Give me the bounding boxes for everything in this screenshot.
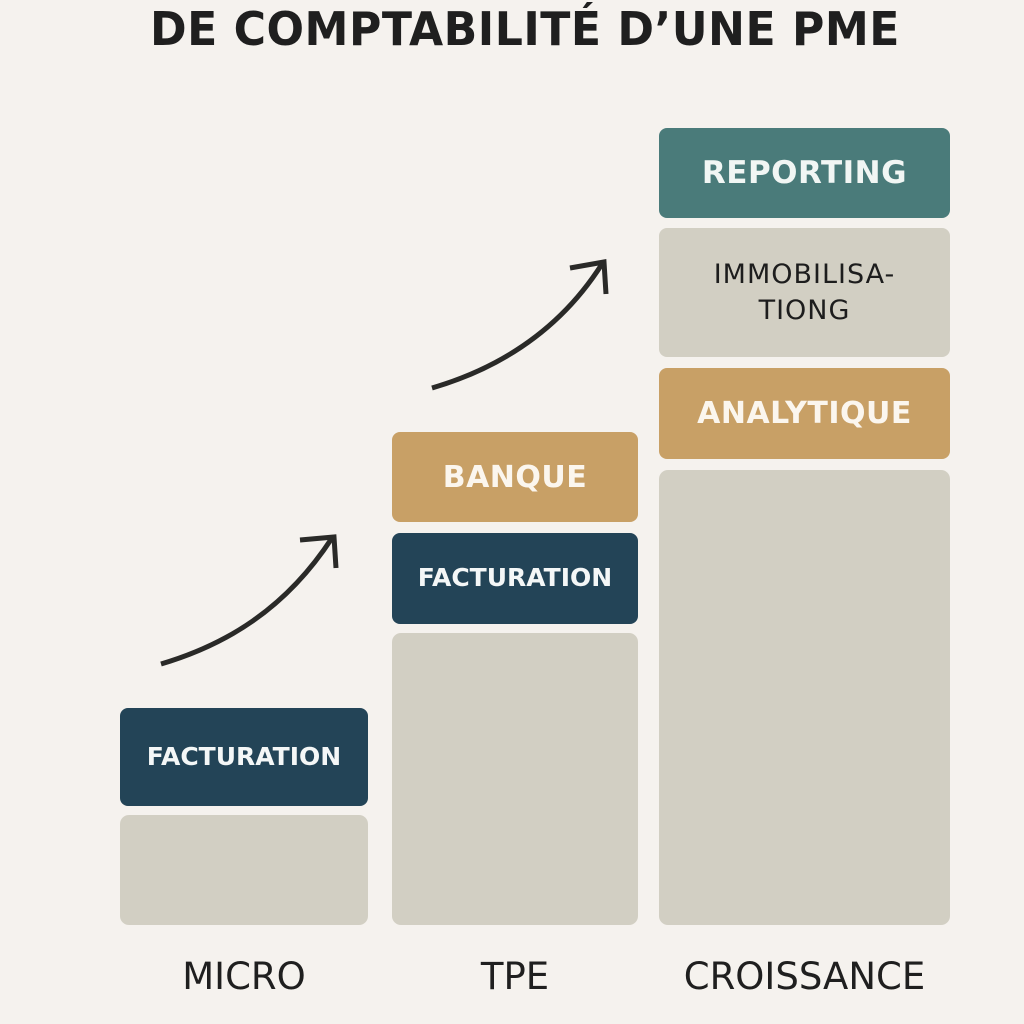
module-tpe-facturation: FACTURATION [392, 533, 638, 624]
stage-label-micro: MICRO [182, 955, 306, 998]
module-label-line2: TIONG [758, 294, 851, 326]
stage-label-tpe: TPE [480, 955, 550, 998]
stage-label-croissance: CROISSANCE [683, 955, 926, 998]
module-label: FACTURATION [417, 563, 613, 593]
module-label-line1: IMMOBILISA- [713, 259, 896, 291]
module-croissance-analytique: ANALYTIQUE [659, 368, 950, 459]
stage-micro-base [120, 815, 368, 925]
diagram-title: DE COMPTABILITÉ D’UNE PME [150, 2, 900, 56]
stage-tpe-base [392, 633, 638, 925]
module-label: FACTURATION [146, 741, 342, 771]
module-label: ANALYTIQUE [697, 396, 912, 431]
module-croissance-immobilisation: IMMOBILISA- TIONG [659, 228, 950, 357]
module-micro-facturation: FACTURATION [120, 708, 368, 806]
module-croissance-reporting: REPORTING [659, 128, 950, 218]
module-label: BANQUE [442, 459, 588, 495]
module-label: REPORTING [701, 154, 908, 191]
stage-croissance-base [659, 470, 950, 925]
module-tpe-banque: BANQUE [392, 432, 638, 522]
